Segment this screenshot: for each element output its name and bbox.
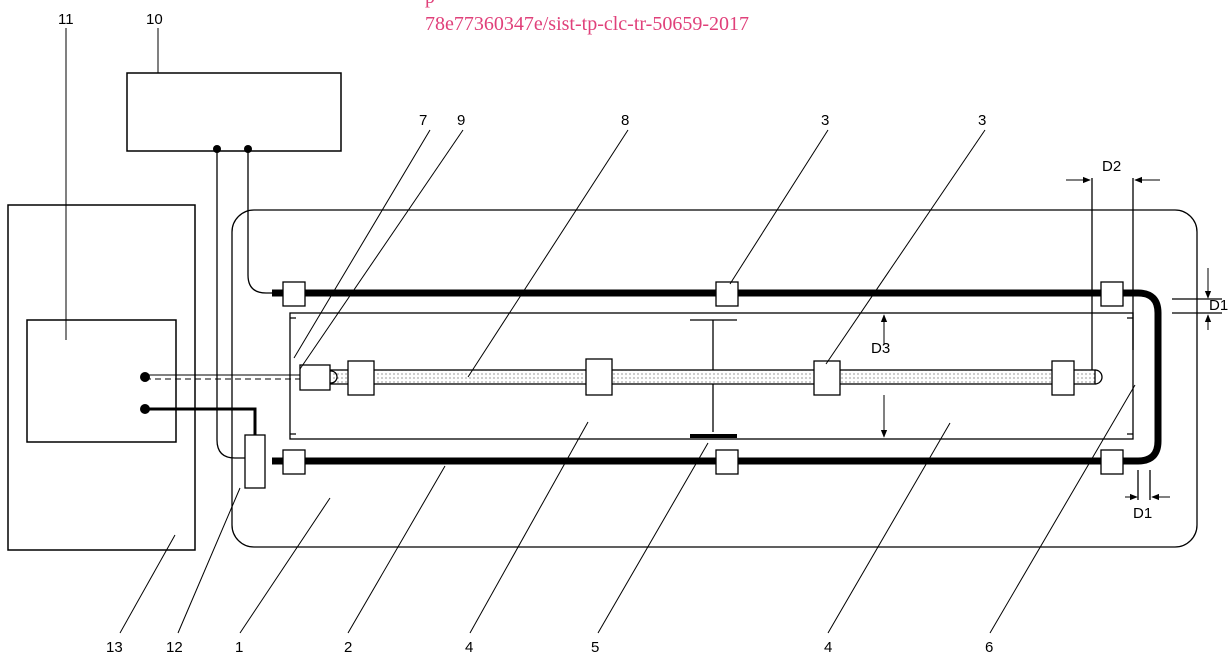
wire-to-conductor xyxy=(247,149,276,294)
tray-1 xyxy=(231,209,1198,548)
label-6: 6 xyxy=(985,639,993,656)
supply-wire xyxy=(145,407,257,435)
leader-lines xyxy=(65,28,1136,634)
instrument-11 xyxy=(26,319,177,443)
label-11: 11 xyxy=(58,11,74,28)
label-7: 7 xyxy=(419,112,427,129)
unit-10 xyxy=(126,72,342,152)
label-4-left: 4 xyxy=(465,639,473,656)
dim-d1-top: D1 xyxy=(1209,297,1228,314)
dim-d3: D3 xyxy=(871,340,890,357)
clip-bottom-left xyxy=(282,449,306,475)
clip-top-middle xyxy=(715,281,739,307)
rod-support-3 xyxy=(813,360,841,396)
label-12: 12 xyxy=(166,639,183,656)
dim-d2: D2 xyxy=(1102,158,1121,175)
connector-9 xyxy=(299,364,331,391)
frame-corners xyxy=(290,317,1133,435)
label-8: 8 xyxy=(621,112,629,129)
wire-to-terminal xyxy=(216,149,245,459)
header-partial-text: p xyxy=(425,0,435,8)
label-9: 9 xyxy=(457,112,465,129)
rod-support-2 xyxy=(585,358,613,396)
clip-top-right xyxy=(1100,281,1124,307)
label-13: 13 xyxy=(106,639,123,656)
terminal-dot-top xyxy=(140,372,150,382)
rod-end-cap xyxy=(1094,369,1103,385)
clip-bottom-right xyxy=(1100,449,1124,475)
clip-bottom-middle xyxy=(715,449,739,475)
inner-frame-4 xyxy=(289,312,1134,440)
sample-rod-8 xyxy=(324,369,1096,385)
terminal-block-12 xyxy=(244,434,266,489)
label-3-left: 3 xyxy=(821,112,829,129)
label-4-right: 4 xyxy=(824,639,832,656)
rod-support-4 xyxy=(1051,360,1075,396)
label-3-right: 3 xyxy=(978,112,986,129)
label-1: 1 xyxy=(235,639,243,656)
dim-d1-bottom: D1 xyxy=(1133,505,1152,522)
clip-top-left xyxy=(282,281,306,307)
label-10: 10 xyxy=(146,11,163,28)
label-2: 2 xyxy=(344,639,352,656)
header-reference-url: 78e77360347e/sist-tp-clc-tr-50659-2017 xyxy=(425,13,749,35)
conductor-2 xyxy=(272,289,1162,465)
label-5: 5 xyxy=(591,639,599,656)
rod-support-1 xyxy=(347,360,375,396)
